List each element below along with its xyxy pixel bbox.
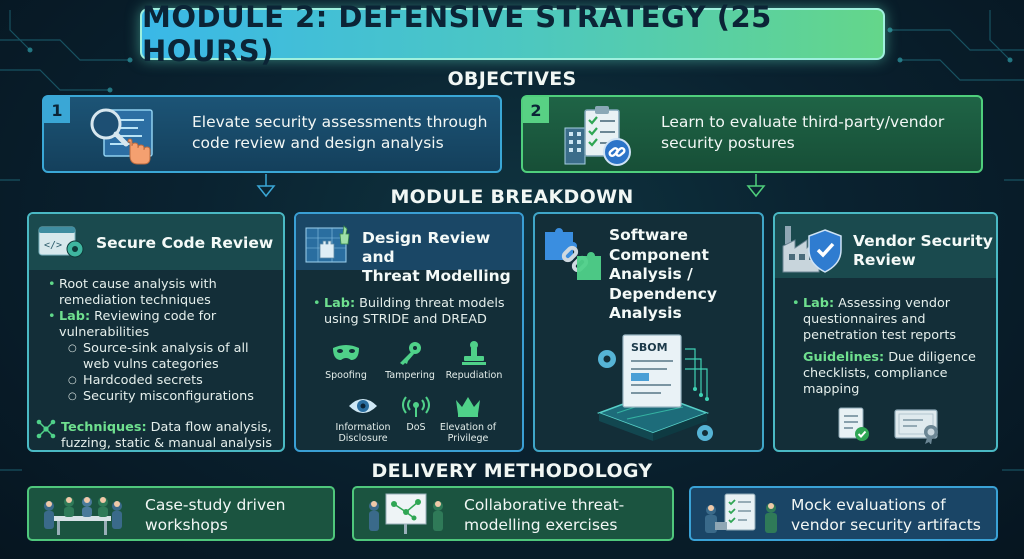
objective-1-line2: code review and design analysis (192, 134, 444, 152)
threat-repudiation: Repudiation (442, 340, 506, 381)
threat-information-disclosure: Information Disclosure (328, 394, 398, 444)
list-item: Source-sink analysis of all (59, 341, 283, 357)
lab-line2: questionnaires and (803, 312, 926, 327)
code-review-magnifier-icon (90, 108, 153, 165)
code-window-gear-icon: </> (38, 226, 84, 258)
techniques-line2: fuzzing, static & manual analysis (61, 436, 273, 451)
card-title-line2: Review (853, 251, 916, 269)
lab-line1: •Lab: Assessing vendor (792, 296, 951, 311)
broadcast-icon (402, 396, 430, 417)
card-title-line4: Dependency (609, 284, 717, 303)
objective-card-2: 2 Learn to evaluate third-party/vendor s… (521, 95, 983, 173)
lab-line3: penetration test reports (803, 328, 957, 343)
delivery-1-line1: Case-study driven (145, 496, 286, 514)
evaluation-checklist-illustration (705, 493, 777, 533)
circuit-network-icon (36, 419, 56, 439)
secure-code-review-card: </> Secure Code Review •Root cause analy… (27, 212, 285, 452)
delivery-3-line2: vendor security artifacts (791, 516, 981, 534)
puzzle-chain-icon (545, 228, 601, 280)
mask-icon (333, 345, 359, 360)
objective-card-1: 1 Elevate security assessments through c… (42, 95, 502, 173)
sbom-label: SBOM (631, 341, 668, 354)
threat-spoofing: Spoofing (316, 340, 376, 381)
list-item: •Root cause analysis with (48, 277, 217, 292)
objectives-heading: OBJECTIVES (447, 68, 577, 90)
certificate-icon (894, 409, 938, 444)
objective-2-line2: security postures (661, 134, 795, 152)
page-title: MODULE 2: DEFENSIVE STRATEGY (25 HOURS) (142, 0, 772, 68)
card-title-line5: Analysis (609, 304, 682, 322)
blueprint-castle-icon (305, 225, 350, 263)
techniques-line1: Techniques: Data flow analysis, (61, 420, 272, 435)
threat-dos: DoS (398, 394, 434, 433)
workshop-meeting-illustration (44, 497, 122, 535)
card-title-line2: Component (609, 245, 709, 264)
delivery-card-mock-evaluations: Mock evaluations of vendor security arti… (689, 486, 998, 541)
delivery-card-case-study: Case-study driven workshops (27, 486, 335, 541)
document-check-icon (838, 407, 869, 441)
stamp-icon (462, 341, 486, 365)
card-title-line1: Vendor Security (853, 232, 993, 250)
card-title: Secure Code Review (96, 234, 274, 252)
eye-icon (349, 399, 377, 413)
lab-line1: •Lab: Building threat models (313, 296, 505, 311)
guidelines-line1: •Guidelines: Due diligence (792, 296, 976, 365)
lab-line2: using STRIDE and DREAD (324, 312, 487, 327)
crown-icon (456, 397, 480, 417)
breakdown-heading: MODULE BREAKDOWN (390, 186, 634, 208)
threat-elevation-of-privilege: Elevation of Privilege (434, 394, 502, 444)
threat-tampering: Tampering (380, 340, 440, 381)
delivery-2-line2: modelling exercises (464, 516, 618, 534)
objective-2-line1: Learn to evaluate third-party/vendor (661, 113, 945, 131)
list-item: vulnerabilities (59, 325, 150, 340)
delivery-1-line2: workshops (145, 516, 228, 534)
guidelines-line2: checklists, compliance (803, 366, 948, 381)
list-item: •Lab: Reviewing code for (48, 309, 217, 324)
software-component-analysis-card: Software Component Analysis / Dependency… (533, 212, 764, 452)
vendor-checklist-icon (564, 106, 631, 166)
title-banner: MODULE 2: DEFENSIVE STRATEGY (25 HOURS) (140, 0, 885, 68)
svg-text:</>: </> (44, 240, 62, 251)
list-item: remediation techniques (59, 293, 211, 308)
delivery-2-line1: Collaborative threat- (464, 496, 625, 514)
objective-number-1: 1 (44, 97, 70, 123)
delivery-heading: DELIVERY METHODOLOGY (371, 460, 653, 482)
card-title-line3: Analysis / (609, 265, 693, 283)
card-title-line2: Threat Modelling (362, 267, 511, 285)
list-item: Hardcoded secrets (59, 373, 283, 389)
delivery-card-threat-modelling: Collaborative threat- modelling exercise… (352, 486, 674, 541)
list-item: Security misconfigurations (59, 389, 283, 405)
whiteboard-collaboration-illustration (369, 493, 443, 534)
sbom-document-platform-illustration: SBOM (596, 334, 713, 441)
design-review-card: Design Review and Threat Modelling •Lab:… (294, 212, 524, 452)
delivery-3-line1: Mock evaluations of (791, 496, 946, 514)
card-title-line1: Software (609, 226, 688, 244)
objective-number-2: 2 (523, 97, 549, 123)
key-icon (400, 342, 421, 365)
list-item: web vulns categories (83, 357, 219, 372)
vendor-security-review-card: Vendor Security Review •Lab: Assessing v… (773, 212, 998, 452)
guidelines-line3: mapping (803, 382, 860, 397)
card-title-line1: Design Review and (362, 229, 491, 266)
objective-1-line1: Elevate security assessments through (192, 113, 488, 131)
factory-shield-icon (782, 226, 842, 273)
